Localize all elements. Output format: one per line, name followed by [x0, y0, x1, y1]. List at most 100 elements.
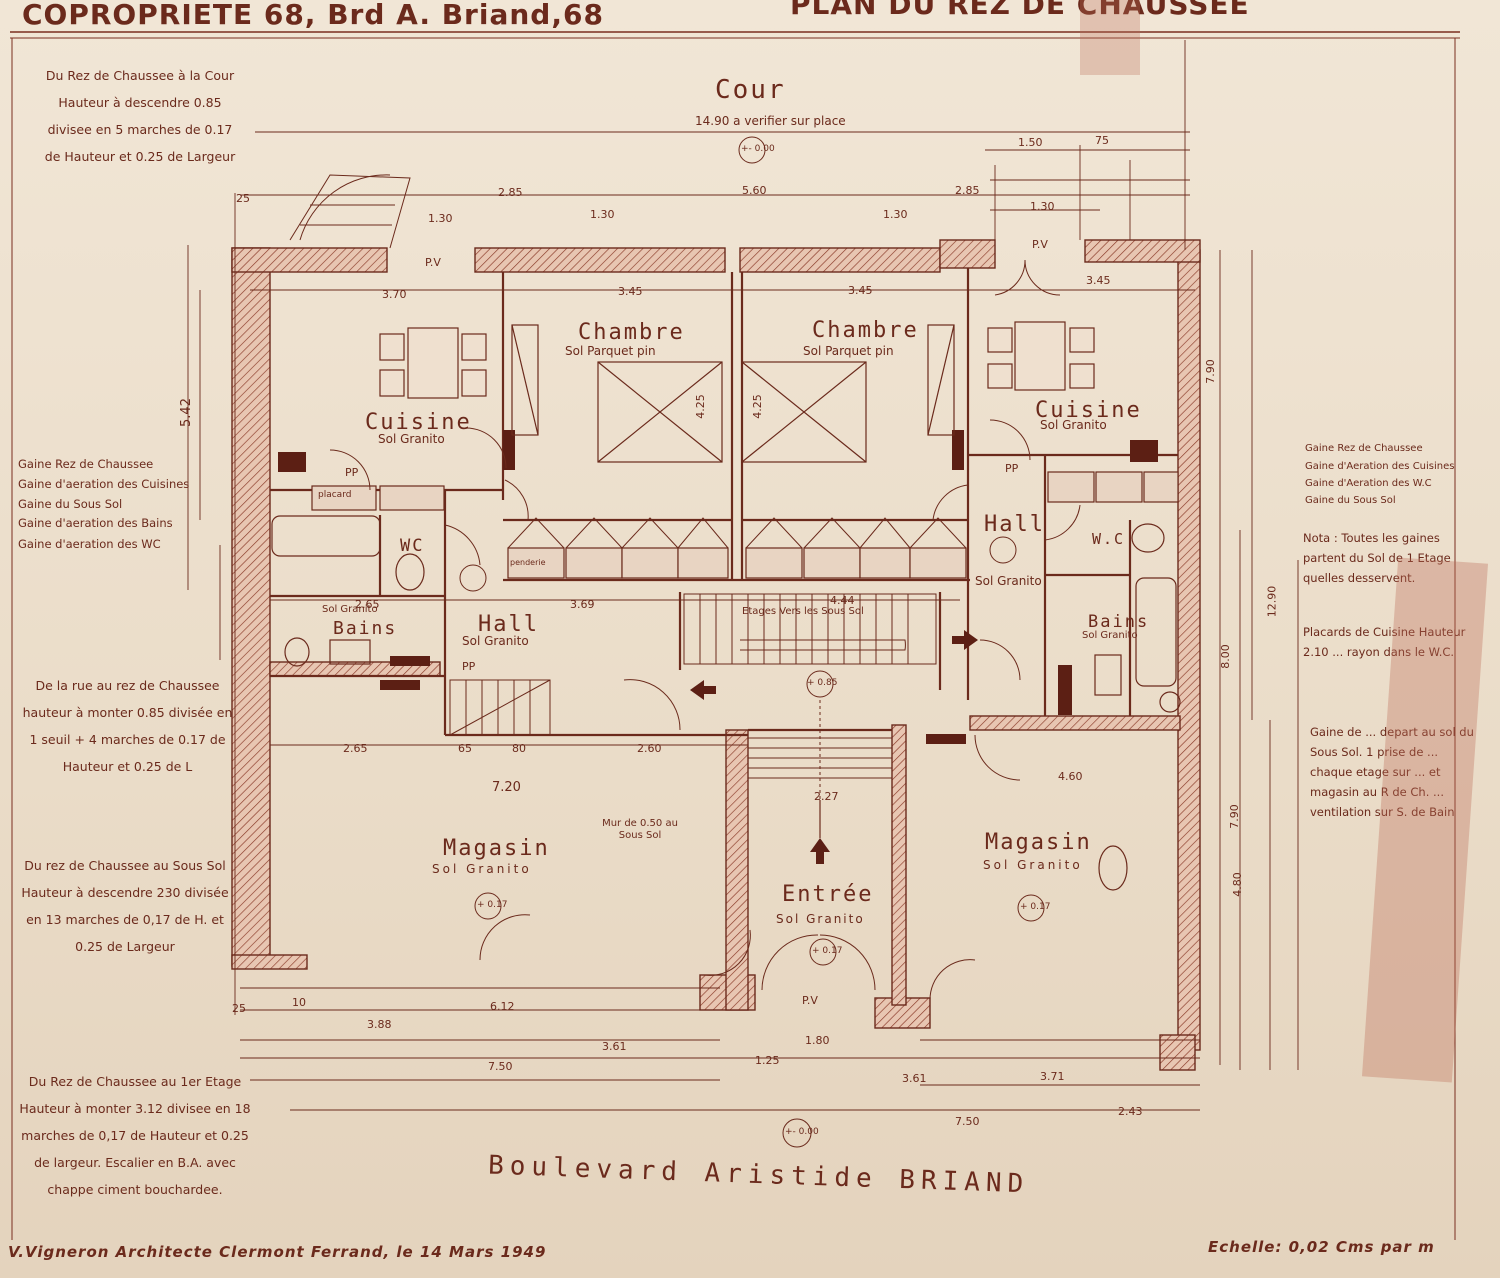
label-stairs: Etages Vers les Sous Sol [742, 606, 864, 617]
label-entree: Entrée [782, 882, 874, 907]
dim-label: 4.80 [1230, 872, 1244, 897]
penderie-doors [507, 517, 967, 549]
label-bains-right-sol: Sol Granito [1082, 630, 1138, 641]
dim-label: 4.25 [693, 394, 707, 419]
label-magasin-left-sol: Sol Granito [432, 862, 532, 876]
label-wc-right: W.C [1092, 530, 1126, 548]
gaine-label-right: Gaine d'Aeration des Cuisines [1305, 461, 1455, 472]
label-magasin-left: Magasin [443, 836, 550, 861]
dim-label: P.V [1032, 238, 1048, 251]
dim-label: 1.25 [755, 1054, 780, 1067]
wall-top-right-a [939, 239, 996, 269]
label-penderie: penderie [510, 558, 546, 567]
note-gaine-air: Gaine de ... depart au sol du Sous Sol. … [1310, 725, 1474, 819]
plan-subtitle: PLAN DU REZ DE CHAUSSEE [790, 0, 1250, 21]
note-rue-stairs: De la rue au rez de Chaussee hauteur à m… [22, 678, 233, 774]
level-magasin-left: + 0.17 [477, 900, 508, 910]
note-placards: Placards de Cuisine Hauteur 2.10 ... ray… [1303, 625, 1466, 659]
dim-label: PP [462, 660, 476, 673]
gaine-label-left: Gaine d'aeration des WC [18, 537, 161, 551]
label-bains-left-sol: Sol Granito [322, 604, 378, 615]
door-swings [299, 174, 1081, 1001]
direction-arrows [690, 630, 978, 864]
label-hall-right-sol: Sol Granito [975, 574, 1042, 588]
dim-label: 1.80 [805, 1034, 830, 1047]
dim-label: 7.50 [488, 1060, 513, 1073]
dim-label: 7.50 [955, 1115, 980, 1128]
wall-top-mid-left [474, 247, 726, 273]
dim-label: 5.60 [742, 184, 767, 197]
penderie-row [311, 471, 1179, 579]
label-cuisine-left-sol: Sol Granito [378, 432, 445, 446]
dim-label: 25 [232, 1002, 246, 1015]
note-sous-sol-stairs: Du rez de Chaussee au Sous Sol Hauteur à… [21, 858, 229, 954]
dim-label: 3.61 [602, 1040, 627, 1053]
dim-label: 3.70 [382, 288, 407, 301]
dim-label: 1.50 [1018, 136, 1043, 149]
gaine-label-left: Gaine d'aeration des Bains [18, 516, 173, 530]
dim-label: 1.30 [428, 212, 453, 225]
label-wc-left: WC [400, 536, 425, 556]
tape-stain [1080, 0, 1140, 75]
dim-label: 4.44 [830, 594, 855, 607]
label-chambre-right-sol: Sol Parquet pin [803, 344, 894, 358]
dim-label: 2.65 [343, 742, 368, 755]
label-hall-left: Hall [478, 612, 539, 637]
dim-label: 6.12 [490, 1000, 515, 1013]
wall-magasin-left-side [725, 729, 749, 1011]
label-hall-right: Hall [984, 512, 1045, 537]
dim-label: 3.45 [618, 285, 643, 298]
wall-magasin-right-side [891, 724, 907, 1006]
gaine-label-right: Gaine du Sous Sol [1305, 495, 1396, 506]
label-hall-left-sol: Sol Granito [462, 634, 529, 648]
label-bains-left: Bains [333, 618, 398, 639]
gaine-label-right: Gaine d'Aeration des W.C [1305, 478, 1432, 489]
gaine-label-left: Gaine du Sous Sol [18, 497, 123, 511]
wall-top-right-b [1084, 239, 1201, 263]
sanitary-fixtures [271, 515, 1181, 891]
dim-label: 2.85 [955, 184, 980, 197]
dim-label: 3.69 [570, 598, 595, 611]
dimension-lines [187, 40, 1299, 1111]
gaine-label-left: Gaine d'aeration des Cuisines [18, 477, 190, 491]
dim-label: 7.90 [1227, 804, 1241, 829]
dim-label: 25 [236, 192, 250, 205]
dim-label: 1.30 [1030, 200, 1055, 213]
dark-accents [278, 430, 1158, 744]
dim-label: 10 [292, 996, 306, 1009]
label-magasin-right-sol: Sol Granito [983, 858, 1083, 872]
note-cour-stairs: Du Rez de Chaussee à la Cour Hauteur à d… [44, 68, 236, 164]
label-mur-sous-sol: Mur de 0.50 au Sous Sol [602, 818, 678, 841]
dim-label: 3.45 [1086, 274, 1111, 287]
dim-label: 75 [1095, 134, 1109, 147]
wall-top-mid-right [739, 247, 941, 273]
gaine-label-right: Gaine Rez de Chaussee [1305, 443, 1423, 454]
level-entree: + 0.17 [812, 946, 843, 956]
dim-label: 5.42 [178, 398, 194, 427]
wall-top-left [231, 247, 388, 273]
dim-label: 3.88 [367, 1018, 392, 1031]
dim-label: 12.90 [1265, 585, 1279, 618]
dim-label: P.V [425, 256, 441, 269]
label-cour: Cour [715, 75, 786, 105]
dim-label: 8.00 [1218, 644, 1232, 669]
plan-title: COPROPRIETE 68, Brd A. Briand,68 [22, 0, 604, 31]
dim-label: PP [1005, 462, 1019, 475]
label-cuisine-right-sol: Sol Granito [1040, 418, 1107, 432]
level-magasin-right: + 0.17 [1020, 902, 1051, 912]
kitchen-tables [379, 321, 1095, 399]
scale-note: Echelle: 0,02 Cms par m [1208, 1238, 1435, 1256]
dim-label: 1.30 [883, 208, 908, 221]
dim-label: 4.60 [1058, 770, 1083, 783]
dim-label: P.V [802, 994, 818, 1007]
wall-right [1177, 249, 1201, 1051]
level-cour: +- 0.00 [741, 144, 775, 154]
dim-label: 7.20 [492, 780, 521, 795]
dim-label: 2.27 [814, 790, 839, 803]
dim-label: 2.43 [1118, 1105, 1143, 1118]
label-cuisine-right: Cuisine [1035, 398, 1142, 423]
wall-left [231, 247, 271, 967]
wall-bottom-left [231, 954, 308, 970]
